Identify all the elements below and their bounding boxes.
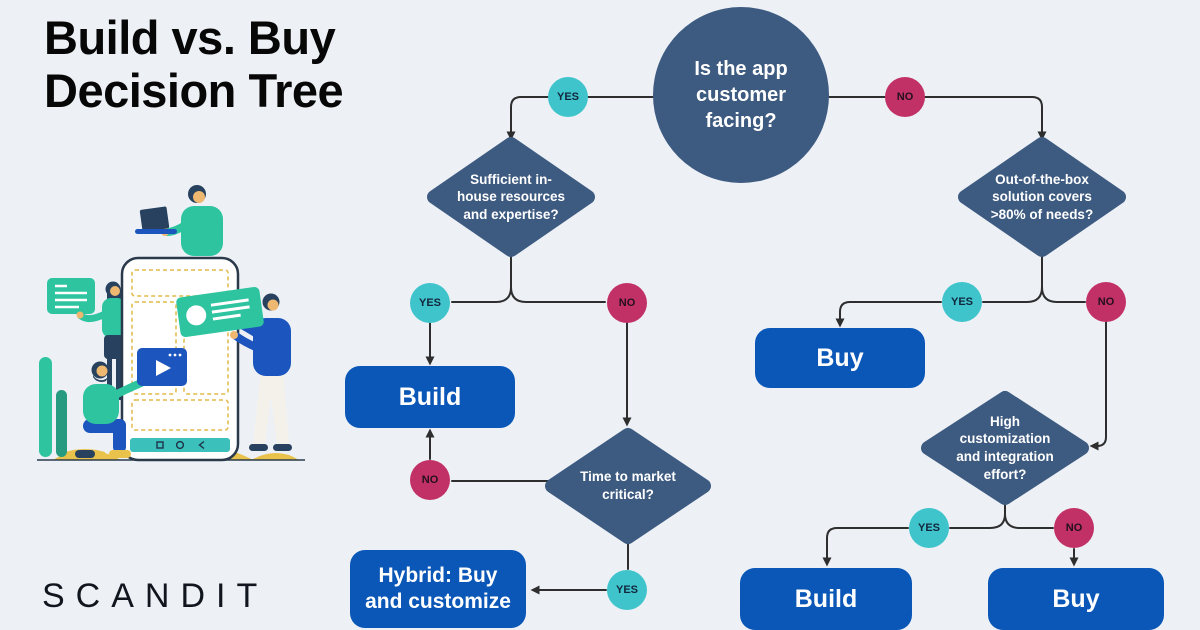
outcome-label: Buy [1052, 584, 1100, 613]
laptop [135, 206, 177, 234]
play-icon [156, 360, 171, 376]
outcome-label: Buy [816, 343, 864, 372]
cactus [39, 357, 67, 457]
label-line: effort? [983, 466, 1027, 482]
label-line: Sufficient in- [470, 171, 552, 187]
root-node-circle [653, 7, 829, 183]
badge-no-resources: NO [607, 283, 647, 323]
chat-card [47, 278, 95, 314]
person-woman-left [76, 281, 126, 400]
label-line: High [990, 413, 1020, 429]
home-nav-icon [175, 440, 185, 450]
question-customization: High customization and integration effor… [920, 404, 1090, 492]
outcome-buy-right: Buy [755, 328, 925, 388]
decision-diamonds [427, 137, 1126, 544]
label-line: >80% of needs? [990, 206, 1094, 222]
badge-yes-time: YES [607, 570, 647, 610]
back-nav-icon [198, 440, 205, 450]
badge-no-time: NO [410, 460, 450, 500]
outcome-label: and customize [365, 590, 511, 613]
question-resources: Sufficient in- house resources and exper… [426, 157, 596, 237]
diamond-resources [427, 137, 595, 257]
label-line: and expertise? [463, 206, 559, 222]
label-line: Out-of-the-box [995, 171, 1089, 187]
label-line: and integration [956, 449, 1054, 464]
outcome-label: Hybrid: Buy [378, 563, 498, 587]
notification-card [176, 286, 264, 338]
diamond-customization [921, 391, 1089, 505]
label-line: customization [959, 431, 1051, 447]
diamond-out-of-box [958, 137, 1126, 257]
outcome-buy-bottom: Buy [988, 568, 1164, 630]
badge-yes-custom: YES [909, 508, 949, 548]
phone-nav-bar [130, 438, 230, 452]
outcome-label: Build [398, 382, 462, 411]
outcome-build-left: Build [345, 366, 515, 428]
label-line: house resources [456, 189, 566, 205]
badge-no-custom: NO [1054, 508, 1094, 548]
label-line: customer [695, 84, 787, 106]
badge-yes-out-of-box: YES [942, 282, 982, 322]
video-play-card [137, 348, 187, 386]
label-line: Time to market [580, 469, 676, 485]
question-out-of-box: Out-of-the-box solution covers >80% of n… [957, 157, 1127, 237]
badge-yes-resources: YES [410, 283, 450, 323]
badge-yes-root-left: YES [548, 77, 588, 117]
title-line-2: Decision Tree [44, 63, 344, 117]
title-line-1: Build vs. Buy [44, 11, 336, 64]
team-illustration [37, 185, 305, 462]
square-nav-icon [156, 441, 164, 449]
outcome-hybrid: Hybrid: Buy and customize [350, 550, 526, 628]
person-top-laptop [135, 185, 223, 256]
outcome-build-bottom: Build [740, 568, 912, 630]
root-question: Is the app customer facing? [664, 43, 818, 147]
scandit-logo: SCANDIT [42, 577, 269, 615]
outcome-label: Build [794, 584, 858, 613]
diamond-time-to-market [545, 428, 711, 544]
question-time-to-market: Time to market critical? [543, 456, 713, 516]
badge-no-out-of-box: NO [1086, 282, 1126, 322]
label-line: critical? [602, 487, 654, 502]
badge-no-root-right: NO [885, 77, 925, 117]
label-line: facing? [705, 110, 777, 132]
label-line: Is the app [694, 58, 788, 80]
label-line: solution covers [992, 189, 1092, 205]
page-title: Build vs. Buy Decision Tree [44, 11, 344, 117]
